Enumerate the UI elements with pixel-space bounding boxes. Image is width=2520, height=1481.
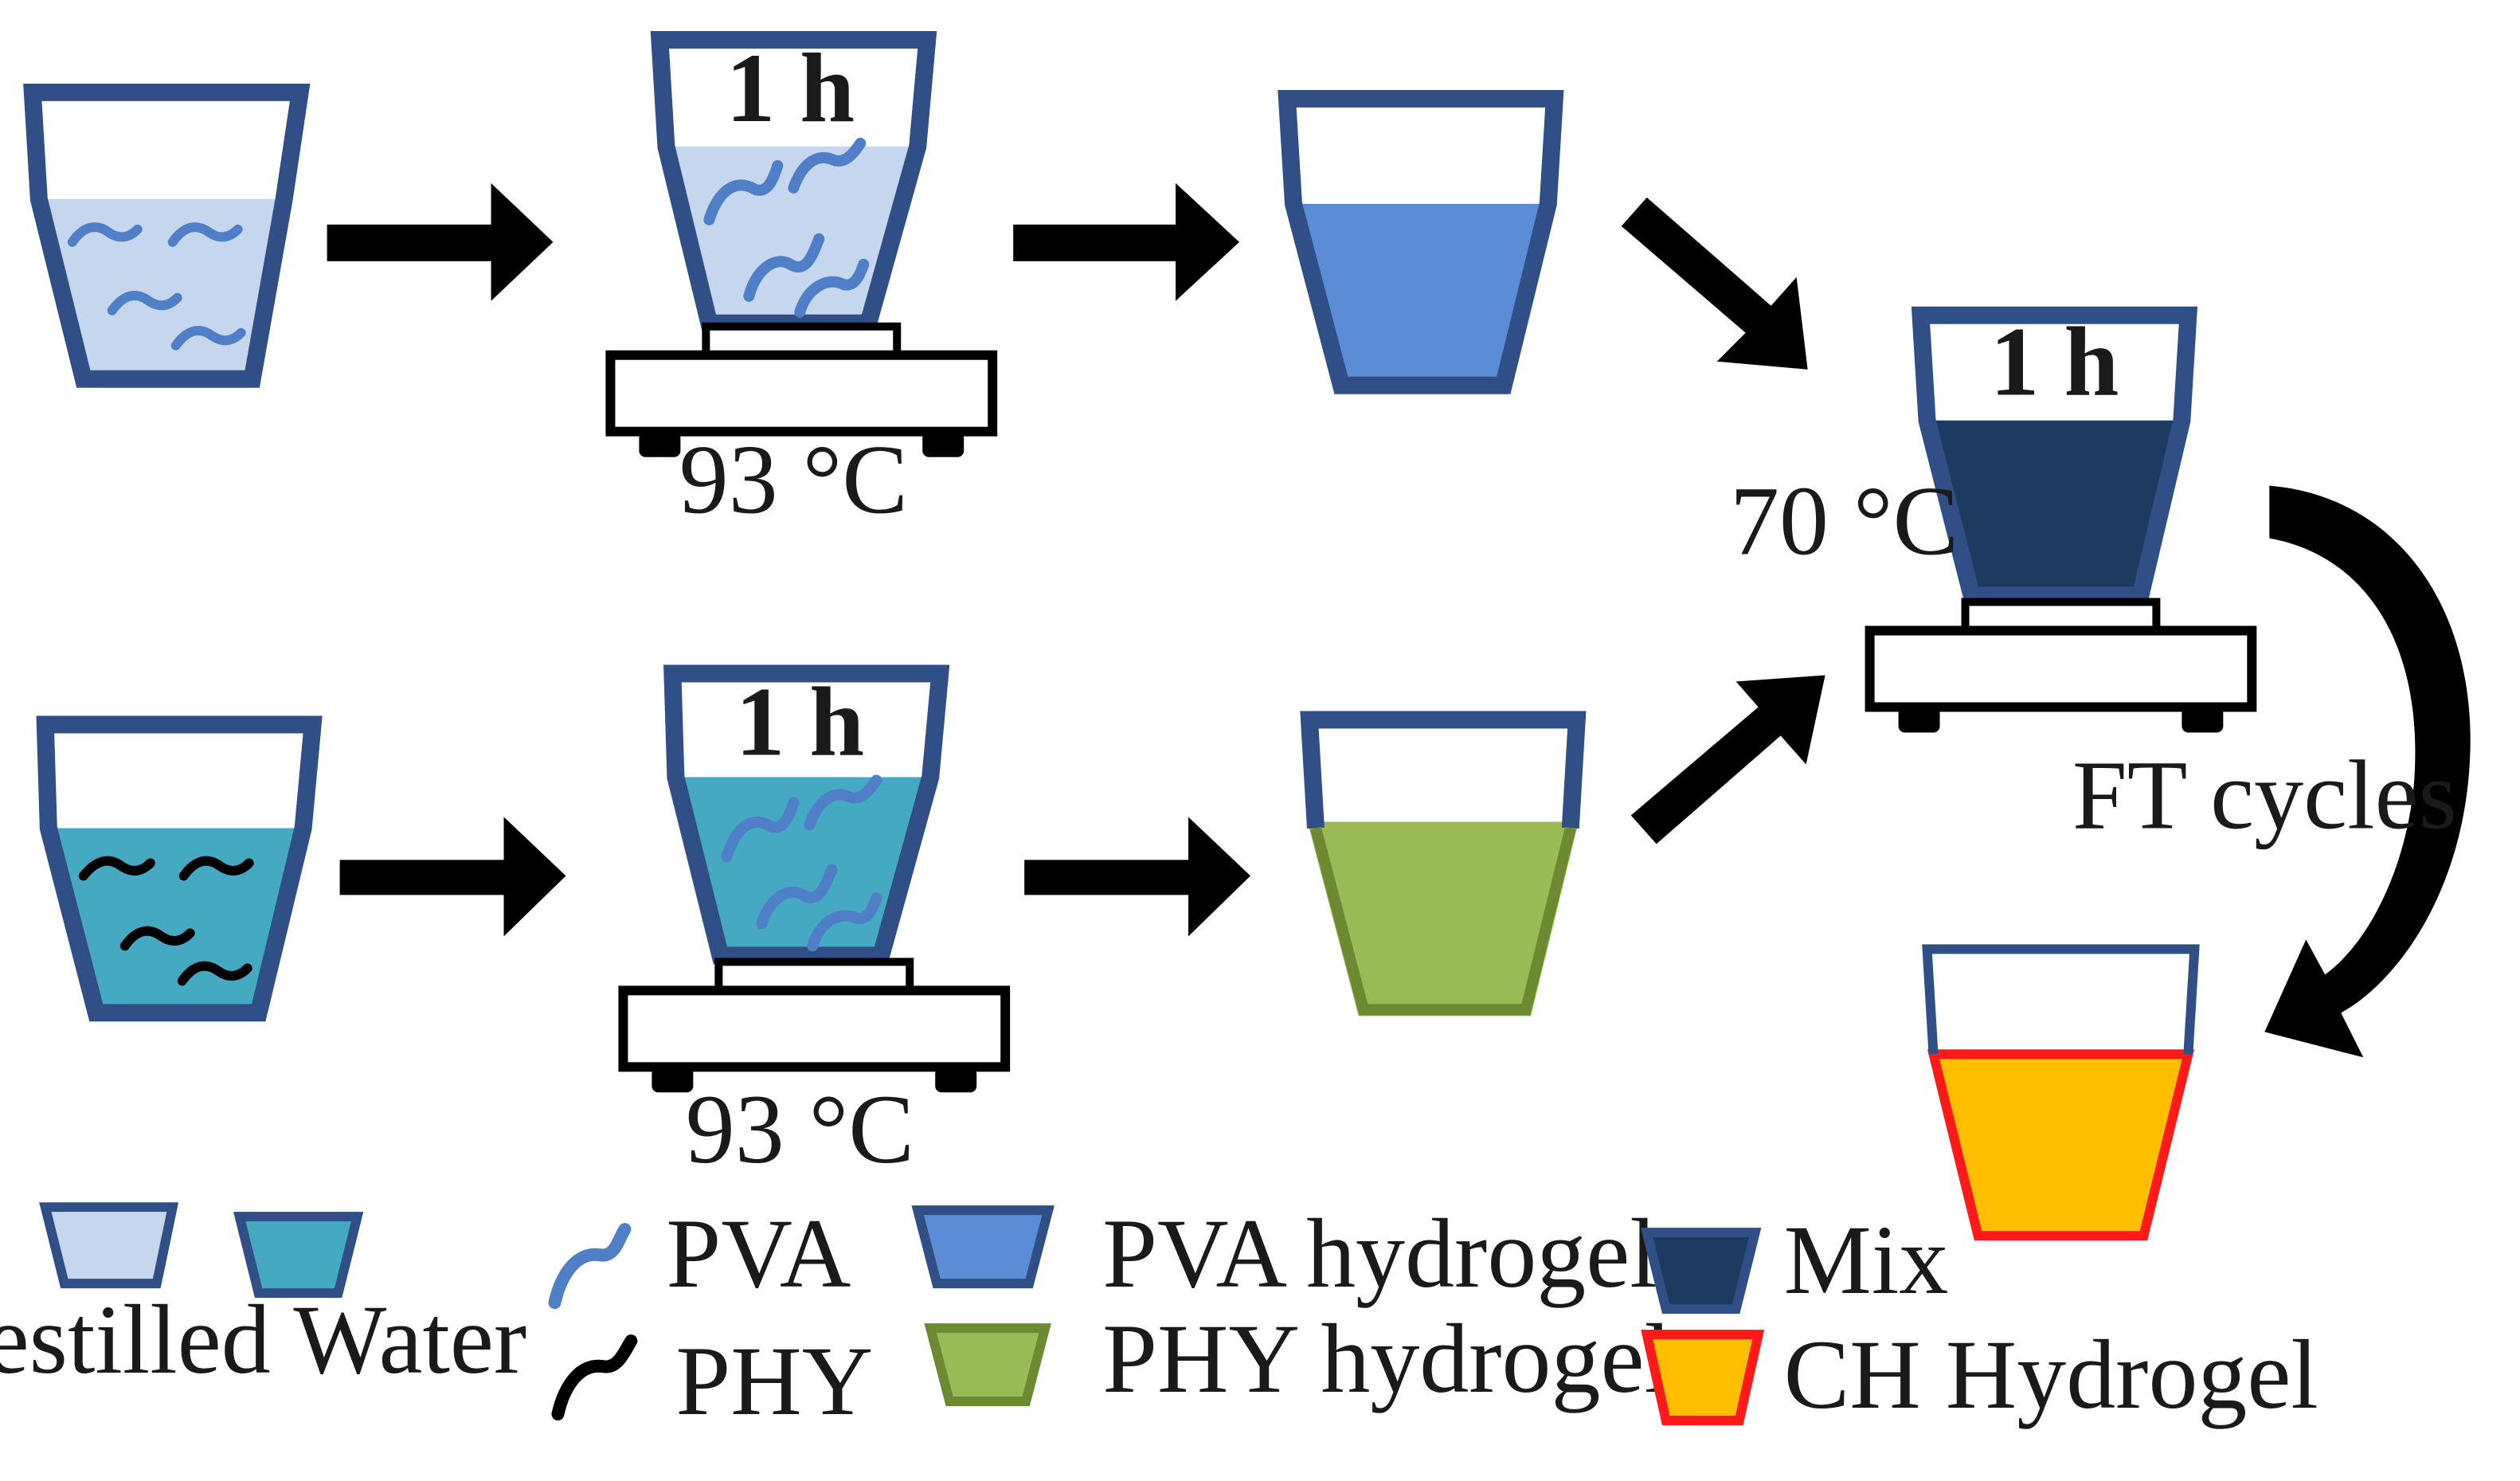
legend-label-ch-hydrogel: CH Hydrogel bbox=[1784, 1320, 2318, 1429]
arrow-right-3 bbox=[339, 817, 566, 937]
mix-stir-time: 1 h bbox=[1990, 308, 2119, 417]
legend-label-pva: PVA bbox=[666, 1199, 851, 1308]
top-temperature: 93 °C bbox=[679, 425, 908, 535]
arrow-right-2 bbox=[1013, 182, 1240, 301]
ft-cycles-label: FT cycles bbox=[2072, 740, 2457, 849]
top-stir-time: 1 h bbox=[726, 33, 855, 143]
phy-hydrogel-beaker bbox=[1300, 711, 1587, 1017]
bottom-temperature: 93 °C bbox=[686, 1075, 914, 1184]
pva-strands bbox=[67, 222, 246, 351]
legend-label-phy-hydrogel: PHY hydrogel bbox=[1102, 1304, 1672, 1413]
pva-strands bbox=[703, 137, 870, 318]
beaker-outline bbox=[23, 83, 311, 388]
beaker-liquid bbox=[1927, 420, 2182, 596]
legend-label-phy: PHY bbox=[675, 1326, 873, 1436]
beaker-liquid bbox=[35, 198, 288, 379]
legend: Destilled Water PVA PHY PVA hydrogel PHY… bbox=[0, 1199, 2318, 1436]
ft-cycles-arrow: FT cycles bbox=[2072, 485, 2471, 1058]
distilled-water-pva-beaker bbox=[23, 83, 311, 388]
beaker-outline bbox=[1911, 306, 2198, 605]
bottom-stir-time: 1 h bbox=[735, 667, 864, 776]
beaker-liquid bbox=[1927, 1049, 2195, 1241]
legend-label-distilled-water: Destilled Water bbox=[0, 1285, 526, 1394]
mixing-beaker: 1 h 70 °C bbox=[1730, 306, 2252, 733]
water-phy-beaker bbox=[36, 715, 323, 1022]
beaker-bottom-outline bbox=[1310, 826, 1576, 1016]
stirring-beaker-pva: 1 h 93 °C bbox=[610, 30, 992, 535]
legend-ch-hydrogel: CH Hydrogel bbox=[1641, 1320, 2318, 1429]
legend-label-pva-hydrogel: PVA hydrogel bbox=[1102, 1199, 1657, 1308]
legend-label-mix: Mix bbox=[1784, 1205, 1949, 1314]
beaker-outline bbox=[1278, 89, 1564, 394]
beaker-outline bbox=[36, 715, 323, 1022]
stirring-beaker-phy: 1 h 93 °C bbox=[623, 664, 1005, 1184]
beaker-outline bbox=[663, 664, 950, 965]
legend-distilled-water: Destilled Water bbox=[0, 1202, 526, 1394]
ch-hydrogel-beaker bbox=[1922, 944, 2200, 1241]
legend-mix: Mix bbox=[1641, 1205, 1949, 1314]
arrow-diagonal-down bbox=[1621, 197, 1808, 370]
legend-pva: PVA bbox=[548, 1199, 851, 1310]
legend-phy: PHY bbox=[551, 1326, 873, 1436]
legend-phy-hydrogel: PHY hydrogel bbox=[924, 1304, 1672, 1413]
arrow-right-1 bbox=[327, 182, 554, 301]
pva-strands bbox=[721, 774, 882, 952]
beaker-outline bbox=[1922, 944, 2200, 1055]
legend-pva-hydrogel: PVA hydrogel bbox=[911, 1199, 1657, 1308]
arrow-right-4 bbox=[1024, 817, 1251, 937]
mix-temperature: 70 °C bbox=[1730, 467, 1958, 576]
beaker-liquid bbox=[1293, 203, 1548, 386]
arrow-diagonal-up bbox=[1630, 675, 1825, 844]
beaker-outline bbox=[1300, 711, 1587, 829]
pva-hydrogel-beaker bbox=[1278, 89, 1564, 394]
phy-strands bbox=[78, 856, 254, 986]
